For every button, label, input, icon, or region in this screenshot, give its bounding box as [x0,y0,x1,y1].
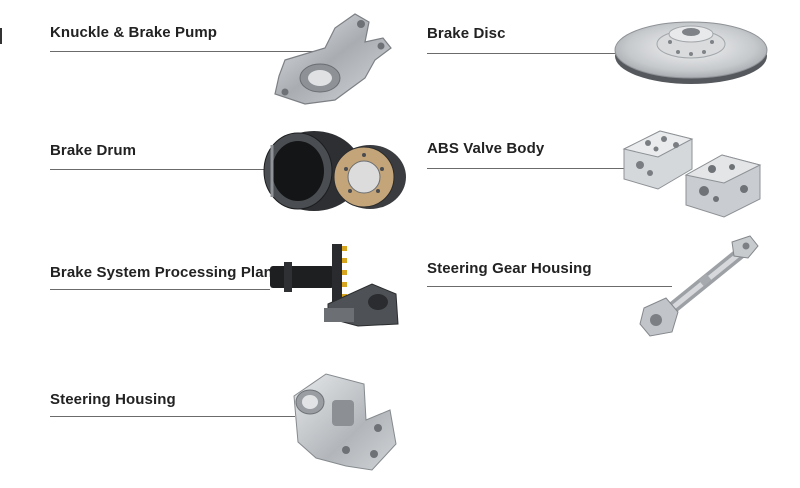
product-rule [50,416,295,417]
product-label-knuckle: Knuckle & Brake Pump [50,24,218,41]
product-label-disc: Brake Disc [427,25,506,42]
brake-drum-icon [258,125,410,215]
product-rule [50,289,270,290]
brake-disc-icon [612,10,770,88]
edge-marker [0,28,2,44]
product-label-steering: Steering Housing [50,391,176,408]
steering-housing-icon [286,366,398,476]
product-rule [50,169,265,170]
abs-valve-body-icon [620,125,768,220]
product-rule [427,286,672,287]
product-label-drum: Brake Drum [50,142,137,159]
product-label-abs: ABS Valve Body [427,140,545,157]
steering-gear-housing-icon [632,232,762,340]
product-label-plan: Brake System Processing Plan [50,264,273,281]
product-rule [427,53,632,54]
processing-plan-icon [268,242,404,328]
knuckle-part-icon [265,8,395,108]
product-rule [427,168,627,169]
product-label-steering-gear: Steering Gear Housing [427,260,592,277]
product-rule [50,51,380,52]
